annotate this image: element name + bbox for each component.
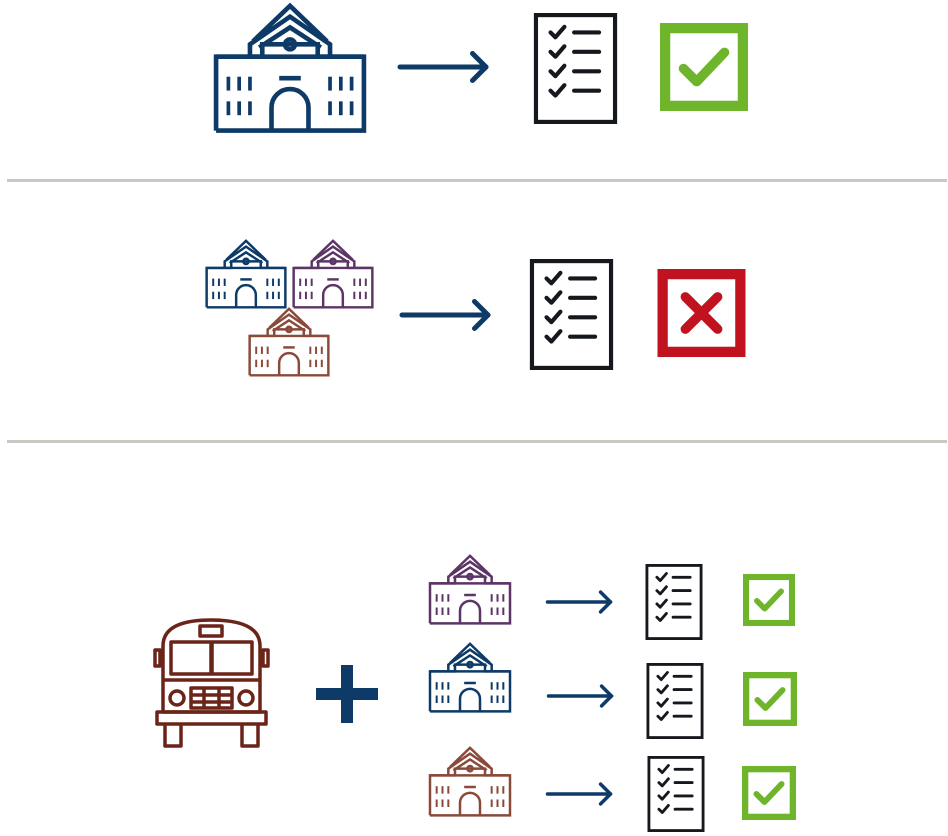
right-arrow-icon — [545, 782, 613, 806]
school-bus-icon — [153, 618, 270, 748]
check-box-icon — [743, 574, 795, 626]
school-building-icon — [292, 239, 374, 309]
row-single-school — [0, 0, 948, 180]
check-box-icon — [743, 672, 797, 726]
school-building-icon — [428, 642, 512, 713]
checklist-icon — [646, 663, 704, 739]
checklist-icon — [533, 13, 618, 124]
checklist-icon — [647, 756, 705, 832]
school-building-icon — [248, 307, 330, 377]
right-arrow-icon — [546, 684, 614, 708]
plus-icon — [316, 665, 378, 723]
cross-box-icon — [657, 269, 746, 357]
right-arrow-icon — [397, 51, 489, 83]
school-building-icon — [428, 746, 512, 817]
checklist-icon — [645, 564, 703, 640]
school-building-icon — [213, 2, 367, 133]
row-bus-plus-schools — [0, 445, 948, 836]
check-box-icon — [742, 766, 796, 820]
school-building-icon — [205, 239, 287, 309]
row-multiple-schools — [0, 183, 948, 438]
right-arrow-icon — [545, 590, 613, 614]
checklist-icon — [529, 259, 614, 370]
divider — [7, 179, 947, 182]
right-arrow-icon — [399, 299, 491, 331]
divider — [7, 440, 947, 443]
school-building-icon — [428, 554, 512, 625]
check-box-icon — [660, 23, 748, 111]
